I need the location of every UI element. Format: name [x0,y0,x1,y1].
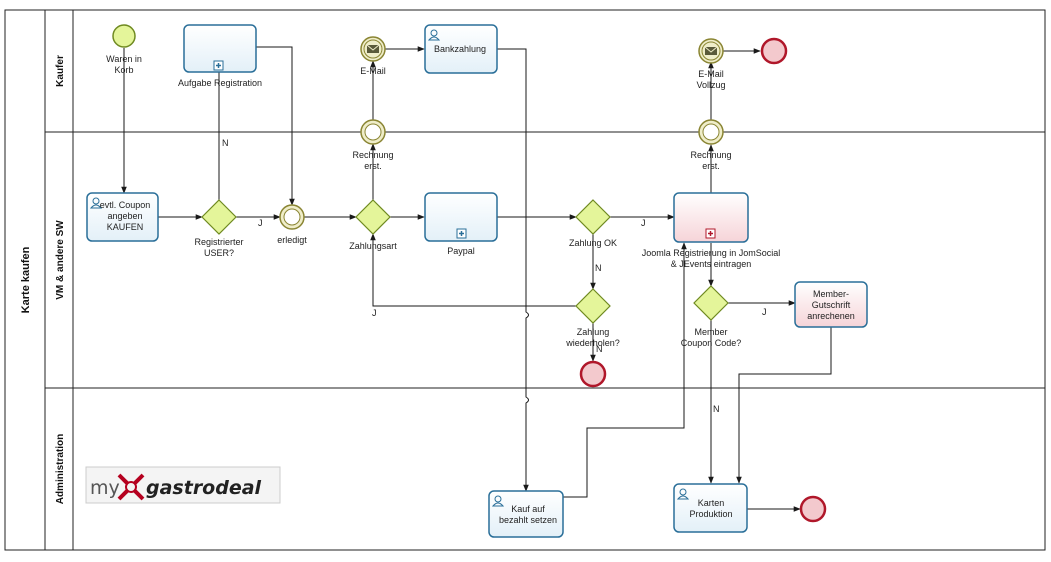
task-member-label-1: Member- [813,289,849,299]
erledigt-event-label: erledigt [277,235,307,245]
flow-label-code-no: N [713,404,720,414]
rechnung-event-2-label-2: erst. [702,161,720,171]
email-event-1: E-Mail [360,36,386,76]
end-event-wiederholen [579,360,607,388]
email-event-2: E-Mail Vollzug [696,38,726,90]
gateway-zahlungsart: Zahlungsart [349,199,397,251]
flow-bank-to-kauf [497,48,529,492]
user-icon [89,197,103,209]
gateway-wiederholen: Zahlung wiederholen? [565,288,620,348]
task-coupon-label-1: evtl. Coupon [100,200,151,210]
task-coupon-label-3: KAUFEN [107,222,144,232]
task-member-gutschrift: Member- Gutschrift anrechenen [794,281,868,328]
gateway-registrierter-label-1: Registrierter [194,237,243,247]
subprocess-plus-icon [456,228,467,239]
subprocess-plus-icon [213,60,224,71]
start-event-label-2: Korb [114,65,133,75]
gateway-zahlung-ok-label: Zahlung OK [569,238,617,248]
lane-labels: Kaufer VM & andere SW Administration [55,55,66,504]
task-joomla-label-2: & JEvents eintragen [671,259,752,269]
flow-label-reg-yes: J [258,218,263,228]
flow-label-wdh-yes: J [372,308,377,318]
email-event-2-label-2: Vollzug [696,80,725,90]
flow-wiederholen-to-zahlungsart [370,233,576,307]
task-paypal: Paypal [424,192,498,256]
flow-member-to-karten [736,327,832,484]
task-aufgabe-registration: Aufgabe Registration [178,24,262,88]
flow-kauf-to-joomla [563,242,687,498]
user-icon [676,488,690,500]
task-member-label-2: Gutschrift [812,300,851,310]
mygastrodeal-logo: my gastrodeal [85,466,281,504]
rechnung-event-1-label: Rechnung [352,150,393,160]
envelope-icon [366,44,380,53]
start-event: Waren in Korb [106,24,142,75]
envelope-icon [704,46,718,55]
erledigt-event: erledigt [277,204,307,245]
end-event-karten [799,495,827,523]
rechnung-event-2: Rechnung erst. [690,119,732,171]
task-bankzahlung: Bankzahlung [424,24,498,74]
task-bankzahlung-label: Bankzahlung [434,44,486,54]
start-event-label: Waren in [106,54,142,64]
task-karten-label-2: Produktion [689,509,732,519]
task-joomla: Joomla Registrierung in JomSocial & JEve… [642,192,781,269]
pool: Karte kaufen [4,9,1046,551]
gateway-zahlungsart-label: Zahlungsart [349,241,397,251]
task-karten-produktion: Karten Produktion [673,483,748,533]
flow-label-wdh-no: N [596,344,603,354]
task-kauf-bezahlt: Kauf auf bezahlt setzen [488,490,564,538]
task-karten-label-1: Karten [698,498,725,508]
lane-label-vm: VM & andere SW [55,220,66,300]
gateway-coupon-code-label-1: Member [694,327,727,337]
rechnung-event-1: Rechnung erst. [352,119,394,171]
flow-label-ok-no: N [595,263,602,273]
email-event-2-label: E-Mail [698,69,724,79]
logo-prefix: my [90,477,120,499]
sequence-flows [121,46,832,512]
subprocess-plus-icon [705,228,716,239]
flow-label-code-yes: J [762,307,767,317]
gateway-coupon-code: Member Coupon Code? [681,285,742,348]
lane-label-admin: Administration [55,434,66,505]
task-member-label-3: anrechenen [807,311,855,321]
rechnung-event-1-label-2: erst. [364,161,382,171]
task-kauf-label-1: Kauf auf [511,504,545,514]
flow-label-reg-no: N [222,138,229,148]
task-coupon: evtl. Coupon angeben KAUFEN [86,192,159,242]
pool-label: Karte kaufen [20,246,32,313]
gateway-registrierter-user: Registrierter USER? [194,199,244,258]
gateway-zahlung-ok: Zahlung OK [569,199,617,248]
email-event-1-label: E-Mail [360,66,386,76]
task-coupon-label-2: angeben [107,211,142,221]
task-paypal-label: Paypal [447,246,475,256]
flow-label-ok-yes: J [641,218,646,228]
task-joomla-label-1: Joomla Registrierung in JomSocial [642,248,781,258]
end-event-email [760,37,788,65]
flow-labels: N J J N J N J N [222,138,767,414]
flow-aufgabe-to-erledigt [256,46,295,206]
logo-brand: gastrodeal [146,477,262,499]
lane-label-kaufer: Kaufer [55,55,66,87]
task-aufgabe-label: Aufgabe Registration [178,78,262,88]
gateway-wiederholen-label-1: Zahlung [577,327,610,337]
task-kauf-label-2: bezahlt setzen [499,515,557,525]
user-icon [427,29,441,41]
gateway-wiederholen-label-2: wiederholen? [565,338,620,348]
gateway-registrierter-label-2: USER? [204,248,234,258]
gateway-coupon-code-label-2: Coupon Code? [681,338,742,348]
fork-knife-icon [117,473,145,501]
user-icon [491,495,505,507]
rechnung-event-2-label: Rechnung [690,150,731,160]
